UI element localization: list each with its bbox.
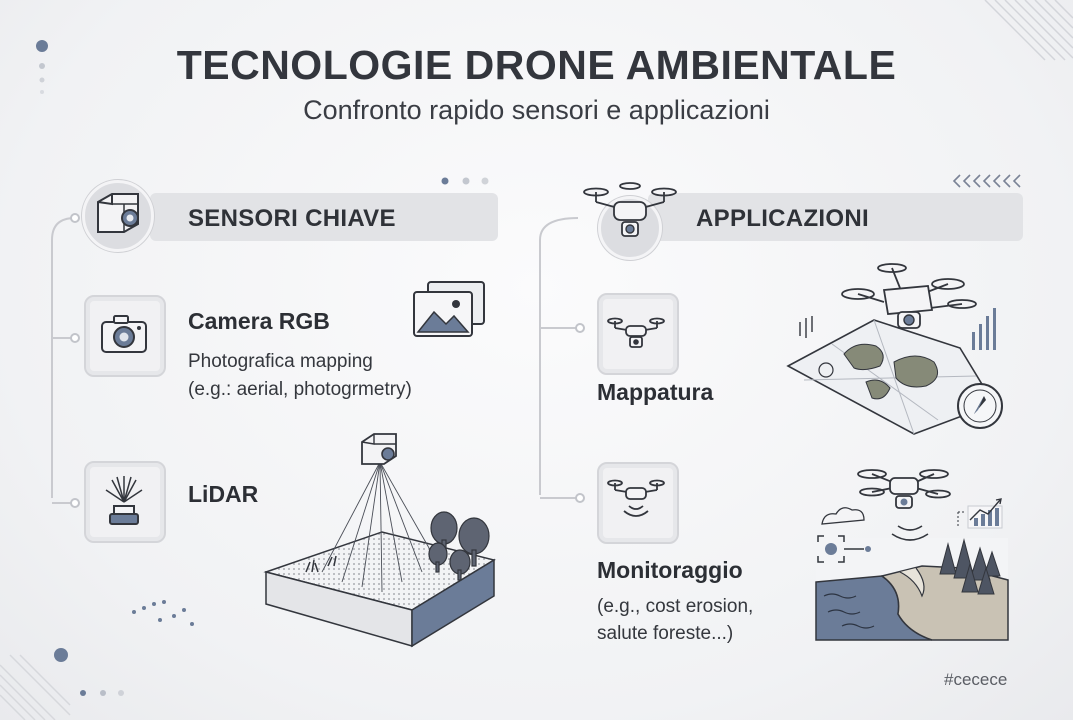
camera-rgb-title: Camera RGB [188, 308, 330, 334]
applications-heading: APPLICAZIONI [696, 205, 869, 232]
lidar-terrain-illustration [263, 433, 496, 648]
sensors-heading: SENSORI CHIAVE [188, 205, 396, 232]
drone-icon [607, 317, 665, 348]
scatter-dots-decoration [132, 600, 194, 626]
sensors-heading-bar [150, 193, 498, 241]
monitoraggio-title: Monitoraggio [597, 557, 743, 583]
page-subtitle: Confronto rapido sensori e applicazioni [303, 95, 770, 125]
monitoraggio-desc-line-1: (e.g., cost erosion, [597, 596, 754, 617]
camera-rgb-desc-line-2: (e.g.: aerial, photogrmetry) [188, 379, 412, 400]
drone-signal-icon [607, 479, 665, 517]
chevrons-decoration [952, 174, 1021, 188]
monitoring-illustration [815, 469, 1009, 641]
lidar-sensor-icon [105, 476, 143, 525]
sensors-connector-lines [51, 213, 80, 508]
mappatura-title: Mappatura [597, 379, 714, 405]
corner-stripes-top-right [984, 0, 1073, 61]
camera-icon [101, 315, 147, 353]
sensor-cube-icon [97, 193, 139, 233]
camera-rgb-desc-line-1: Photografica mapping [188, 351, 373, 372]
monitoraggio-tile [597, 462, 679, 544]
mapping-illustration [786, 263, 1003, 435]
corner-decoration-bottom-left [54, 648, 124, 696]
corner-decoration-top-left [36, 40, 48, 94]
drone-header-icon [583, 182, 677, 237]
footer-hashtag: #cecece [944, 670, 1008, 689]
photo-gallery-icon [413, 281, 485, 337]
lidar-title: LiDAR [188, 481, 259, 507]
header-dots-left [441, 177, 489, 185]
corner-stripes-bottom-left [0, 654, 71, 720]
applications-connector-lines [539, 217, 585, 503]
page-title: TECNOLOGIE DRONE AMBIENTALE [176, 42, 897, 88]
monitoraggio-desc-line-2: salute foreste...) [597, 623, 734, 644]
applications-heading-bar [648, 193, 1023, 241]
